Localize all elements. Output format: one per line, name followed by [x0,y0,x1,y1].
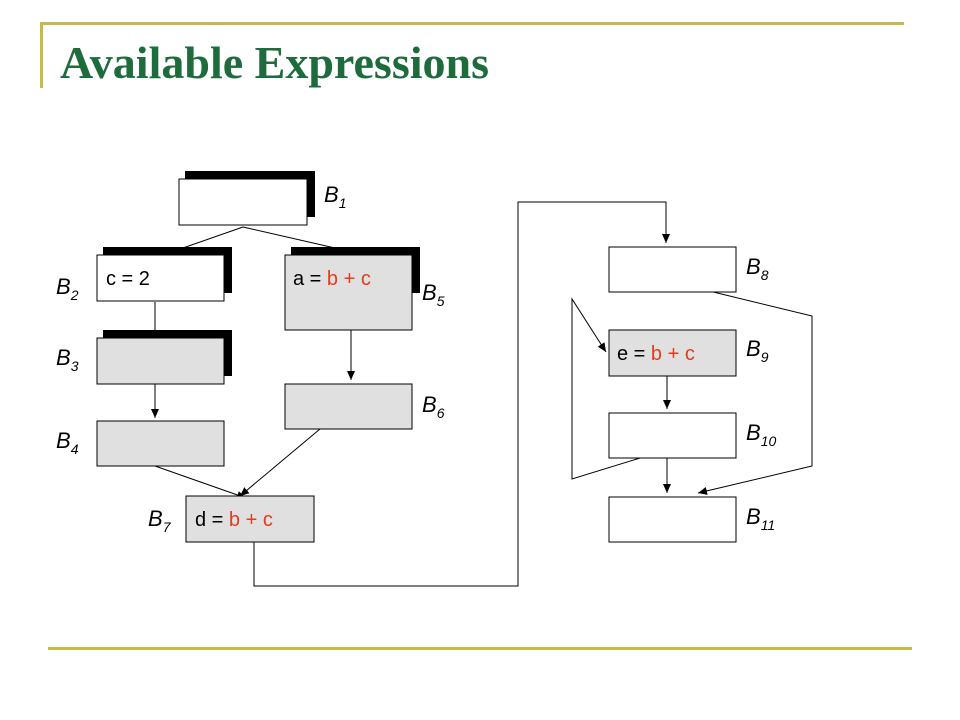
block-b1 [178,171,315,226]
block-b1-label: B1 [324,182,346,211]
block-b5-label: B5 [422,280,445,309]
block-b10-label: B10 [746,420,776,449]
block-b11 [608,496,737,543]
edge-b10-b9-back [571,297,641,480]
block-b11-label: B11 [746,504,775,533]
block-b7-label: B7 [148,506,172,535]
block-b6-label: B6 [422,392,445,421]
edge-b6-b7 [239,428,321,497]
block-b6 [284,383,413,430]
cfg-edges [151,201,813,587]
block-b9-code: e = b + c [617,343,695,365]
block-b7-code: d = b + c [195,509,273,531]
block-b9 [608,329,737,377]
block-b5 [284,247,420,331]
edge-b7-b8 [253,201,670,587]
block-b4 [96,420,225,467]
block-b9-label: B9 [746,336,769,365]
slide-title: Available Expressions [60,37,489,88]
block-b8-label: B8 [746,254,769,283]
block-b3 [96,330,232,385]
edge-b8-b11 [697,289,813,495]
block-b2 [96,247,232,302]
block-b4-label: B4 [56,428,79,457]
block-b3-label: B3 [56,345,79,374]
left-rule [40,22,43,88]
block-b10 [608,412,737,459]
block-b5-code: a = b + c [293,268,371,290]
block-b7 [185,495,315,543]
top-rule [40,22,904,25]
edge-b4-b7 [154,465,247,499]
block-b2-label: B2 [56,274,79,303]
block-b8 [608,246,737,293]
block-b2-code: c = 2 [106,268,150,290]
edge-b1-b5 [242,226,336,249]
bottom-rule [48,647,912,650]
